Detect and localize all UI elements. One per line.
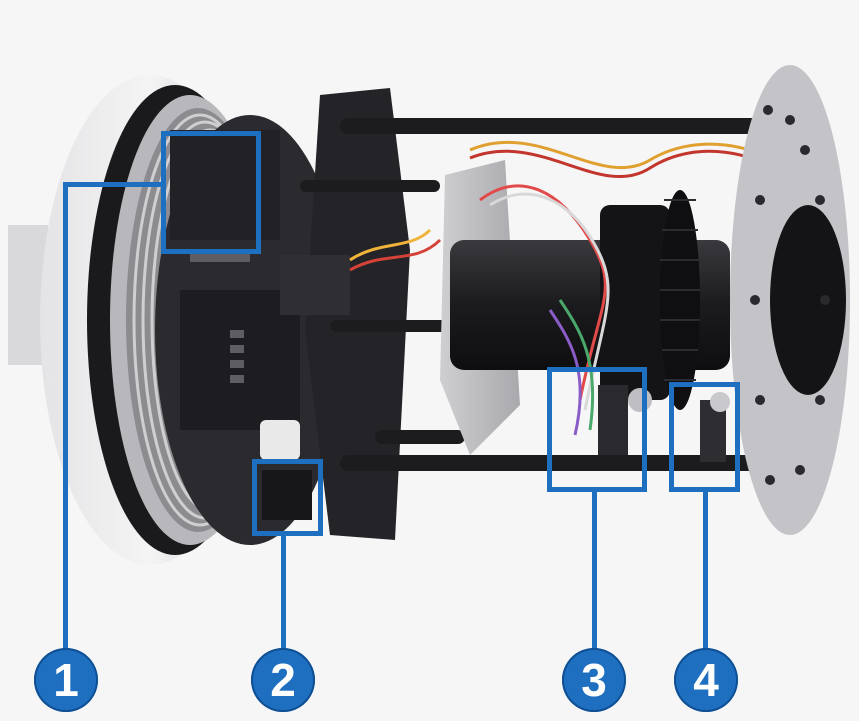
callout-box-4 (669, 382, 740, 492)
callout-box-2 (252, 459, 323, 536)
leader-line-4 (703, 490, 708, 652)
leader-line-1-vertical (63, 182, 68, 652)
leader-line-1-horizontal (63, 182, 164, 187)
leader-line-3 (592, 490, 597, 652)
callout-box-3 (547, 367, 647, 492)
leader-line-2 (281, 534, 286, 652)
callout-box-1 (161, 131, 261, 254)
callout-badge-4: 4 (674, 648, 738, 712)
callout-badge-3: 3 (562, 648, 626, 712)
callout-badge-2: 2 (251, 648, 315, 712)
callout-badge-1: 1 (34, 648, 98, 712)
